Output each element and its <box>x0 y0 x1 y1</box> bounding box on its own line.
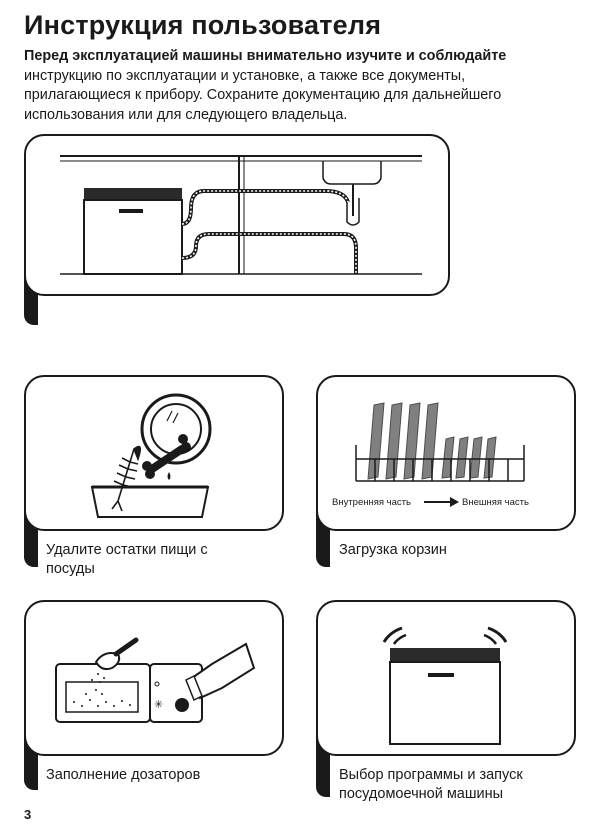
installation-illustration <box>24 134 450 296</box>
step-illustration-3: ✳ <box>24 600 284 756</box>
intro-text: Перед эксплуатацией машины внимательно и… <box>24 47 564 125</box>
page-number: 3 <box>24 807 32 822</box>
step-caption-2: Загрузка корзин <box>339 542 447 558</box>
step-illustration-2: Внутренняя часть Внешняя часть <box>316 375 576 531</box>
step-illustration-4 <box>316 600 576 756</box>
intro-rest: инструкцию по эксплуатации и установке, … <box>24 67 502 123</box>
svg-text:✳: ✳ <box>154 698 163 711</box>
label-outer: Внешняя часть <box>462 497 529 508</box>
step-caption-3: Заполнение дозаторов <box>46 767 201 783</box>
intro-bold: Перед эксплуатацией машины внимательно и… <box>24 48 507 64</box>
step-caption-1: Удалите остатки пищи с посуды <box>46 542 208 577</box>
step-illustration-1 <box>24 375 284 531</box>
step-caption-4: Выбор программы и запуск посудомоечной м… <box>339 767 523 802</box>
label-inner: Внутренняя часть <box>332 497 411 508</box>
page-title: Инструкция пользователя <box>24 10 382 40</box>
